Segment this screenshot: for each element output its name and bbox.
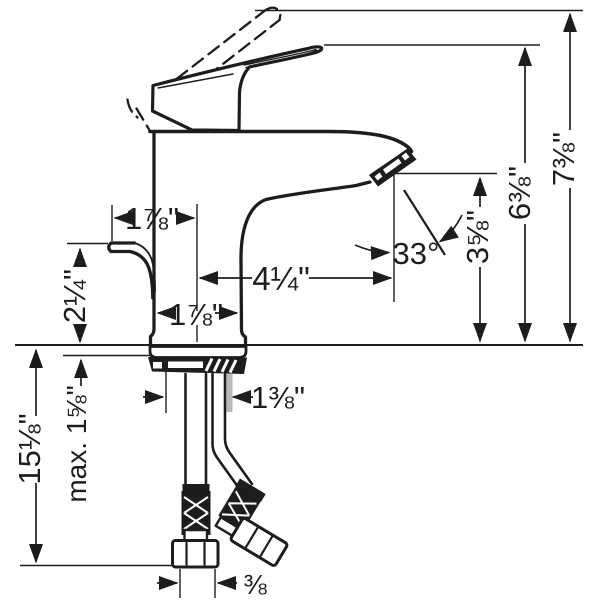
- spray-angle-leader-upper: [438, 214, 463, 243]
- label-max-thickness: max. 1⅝": [61, 385, 92, 502]
- dashed-lever-tip-arc: [263, 6, 282, 22]
- label-below-deck: 15⅛": [12, 413, 47, 484]
- body-right-edge-spout-underside: [239, 180, 372, 347]
- reference-lines: [15, 9, 583, 598]
- label-spout-reach: 4¼": [252, 260, 310, 297]
- flange-slot-long: [168, 361, 203, 368]
- label-base-width: 1⅞": [169, 297, 223, 332]
- body-left-edge: [148, 131, 156, 347]
- handle-lever-inner-line: [157, 73, 234, 89]
- spray-angle-line: [403, 189, 446, 256]
- hose-shadow: [226, 374, 233, 412]
- flange-slot-small: [153, 362, 162, 369]
- label-handle-projection: 1⅞": [125, 201, 179, 236]
- mounting-and-hoses: [148, 345, 289, 569]
- base-collar: [148, 345, 248, 359]
- dimension-lines: [29, 12, 577, 590]
- flange-thread-slashes: [204, 357, 238, 374]
- label-overall-height: 7⅜": [546, 132, 581, 186]
- dimension-labels: 1⅞" 1⅞" 4¼" 33° 1⅜" ⅜ 2¼" 3⅝" 6⅜" 7⅜" 15…: [12, 132, 581, 600]
- right-supply-hose: [211, 372, 289, 567]
- label-handle-height: 2¼": [57, 269, 92, 323]
- left-hose-nut: [171, 539, 220, 569]
- handle-lever: [150, 45, 324, 133]
- handle-lever-highlight: [243, 48, 318, 69]
- right-hose-nut: [229, 517, 289, 567]
- rear-handle-hook-outer: [107, 241, 155, 300]
- right-hose-nut-facets: [244, 527, 274, 557]
- dashed-lever-lower-3: [135, 107, 152, 133]
- label-supply-thread: ⅜: [243, 569, 267, 600]
- left-hose-braid-pattern: [183, 496, 209, 535]
- left-supply-hose: [171, 372, 220, 569]
- left-hose-nut-facets: [185, 541, 206, 566]
- aerator-slot-3: [374, 172, 383, 181]
- right-hose-braid-pattern: [221, 490, 257, 528]
- right-hose-crimp: [235, 478, 266, 502]
- aerator-slot-2: [383, 158, 402, 174]
- spray-angle-leader-left: [354, 244, 391, 261]
- right-hose-tube: [211, 372, 254, 491]
- aerator-face: [369, 148, 417, 187]
- left-hose-crimp: [182, 484, 210, 492]
- label-aerator-height: 3⅝": [460, 210, 495, 264]
- right-hose-braid: [218, 485, 262, 531]
- label-shank-clearance: 1⅜": [251, 380, 305, 415]
- label-lever-tip-height: 6⅜": [502, 166, 537, 220]
- dashed-lever-left-arc: [126, 98, 139, 119]
- mounting-flange: [148, 357, 247, 374]
- aerator-slot-1: [401, 152, 410, 161]
- left-hose-tube: [184, 372, 208, 488]
- faucet-outline: [107, 6, 417, 347]
- body-top-and-spout-upper: [148, 129, 414, 154]
- label-spray-angle: 33°: [393, 236, 440, 271]
- right-hose-nut-group: [229, 517, 289, 567]
